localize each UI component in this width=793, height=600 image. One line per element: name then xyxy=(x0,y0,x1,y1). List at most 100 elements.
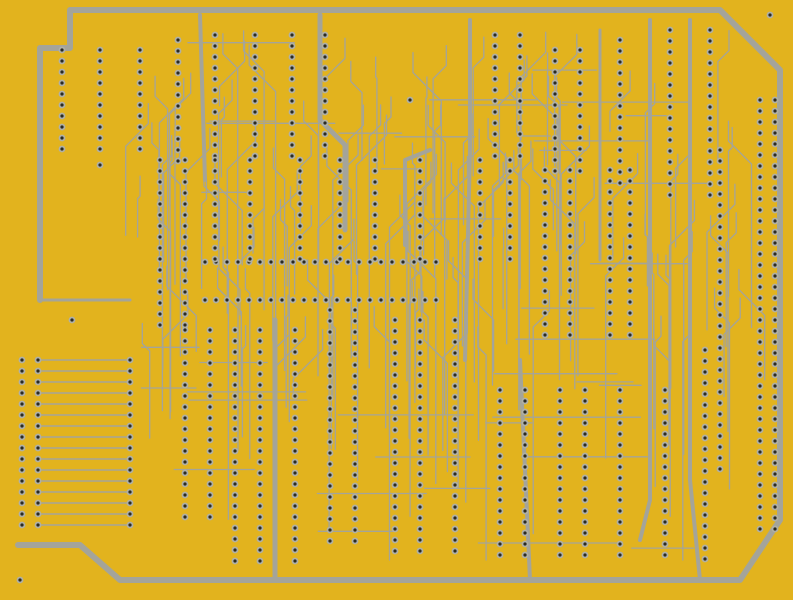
drill-hole xyxy=(60,147,64,151)
drill-hole xyxy=(758,296,762,300)
drill-hole xyxy=(518,143,522,147)
drill-hole xyxy=(158,180,162,184)
drill-hole xyxy=(298,257,302,261)
drill-hole xyxy=(253,55,257,59)
drill-hole xyxy=(758,340,762,344)
drill-hole xyxy=(36,479,40,483)
drill-hole xyxy=(708,39,712,43)
drill-hole xyxy=(718,247,722,251)
drill-hole xyxy=(258,482,262,486)
drill-hole xyxy=(158,224,162,228)
drill-hole xyxy=(518,55,522,59)
drill-hole xyxy=(618,137,622,141)
drill-hole xyxy=(558,388,562,392)
drill-hole xyxy=(618,520,622,524)
drill-hole xyxy=(518,99,522,103)
drill-hole xyxy=(608,322,612,326)
drill-hole xyxy=(418,235,422,239)
drill-hole xyxy=(393,329,397,333)
drill-hole xyxy=(493,132,497,136)
drill-hole xyxy=(293,383,297,387)
drill-hole xyxy=(543,289,547,293)
drill-hole xyxy=(293,537,297,541)
drill-hole xyxy=(478,257,482,261)
drill-hole xyxy=(20,391,24,395)
drill-hole xyxy=(213,143,217,147)
drill-hole xyxy=(233,482,237,486)
drill-hole xyxy=(176,49,180,53)
drill-hole xyxy=(718,148,722,152)
drill-hole xyxy=(478,180,482,184)
drill-hole xyxy=(553,70,557,74)
drill-hole xyxy=(176,82,180,86)
drill-hole xyxy=(418,191,422,195)
drill-hole xyxy=(493,77,497,81)
drill-hole xyxy=(373,158,377,162)
drill-hole xyxy=(353,319,357,323)
drill-hole xyxy=(208,383,212,387)
trace xyxy=(518,158,523,411)
drill-hole xyxy=(718,225,722,229)
drill-hole xyxy=(248,246,252,250)
drill-hole xyxy=(518,77,522,81)
drill-hole xyxy=(418,373,422,377)
drill-hole xyxy=(213,121,217,125)
drill-hole xyxy=(158,213,162,217)
drill-hole xyxy=(434,260,438,264)
drill-hole xyxy=(379,260,383,264)
drill-hole xyxy=(313,298,317,302)
drill-hole xyxy=(291,260,295,264)
drill-hole xyxy=(478,169,482,173)
drill-hole xyxy=(418,483,422,487)
drill-hole xyxy=(269,260,273,264)
drill-hole xyxy=(543,223,547,227)
drill-hole xyxy=(773,450,777,454)
drill-hole xyxy=(233,493,237,497)
drill-hole xyxy=(393,527,397,531)
drill-hole xyxy=(368,260,372,264)
drill-hole xyxy=(379,298,383,302)
drill-hole xyxy=(618,49,622,53)
drill-hole xyxy=(668,28,672,32)
drill-hole xyxy=(583,542,587,546)
drill-hole xyxy=(393,384,397,388)
drill-hole xyxy=(183,515,187,519)
drill-hole xyxy=(718,214,722,218)
drill-hole xyxy=(290,88,294,92)
drill-hole xyxy=(618,148,622,152)
drill-hole xyxy=(578,70,582,74)
trace xyxy=(422,161,432,256)
drill-hole xyxy=(248,191,252,195)
drill-hole xyxy=(328,539,332,543)
drill-hole xyxy=(478,224,482,228)
drill-hole xyxy=(553,125,557,129)
drill-hole xyxy=(183,180,187,184)
drill-hole xyxy=(353,407,357,411)
drill-hole xyxy=(518,132,522,136)
drill-hole xyxy=(758,428,762,432)
drill-hole xyxy=(663,520,667,524)
drill-hole xyxy=(208,361,212,365)
drill-hole xyxy=(128,380,132,384)
trace xyxy=(427,104,446,223)
drill-hole xyxy=(293,504,297,508)
drill-hole xyxy=(183,224,187,228)
drill-hole xyxy=(703,546,707,550)
drill-hole xyxy=(408,98,412,102)
drill-hole xyxy=(478,202,482,206)
drill-hole xyxy=(258,559,262,563)
drill-hole xyxy=(269,298,273,302)
drill-hole xyxy=(718,335,722,339)
drill-hole xyxy=(213,110,217,114)
drill-hole xyxy=(703,436,707,440)
drill-hole xyxy=(718,445,722,449)
drill-hole xyxy=(233,328,237,332)
drill-hole xyxy=(418,516,422,520)
drill-hole xyxy=(618,476,622,480)
drill-hole xyxy=(373,235,377,239)
drill-hole xyxy=(253,33,257,37)
drill-hole xyxy=(498,487,502,491)
trace xyxy=(532,290,551,535)
drill-hole xyxy=(558,487,562,491)
